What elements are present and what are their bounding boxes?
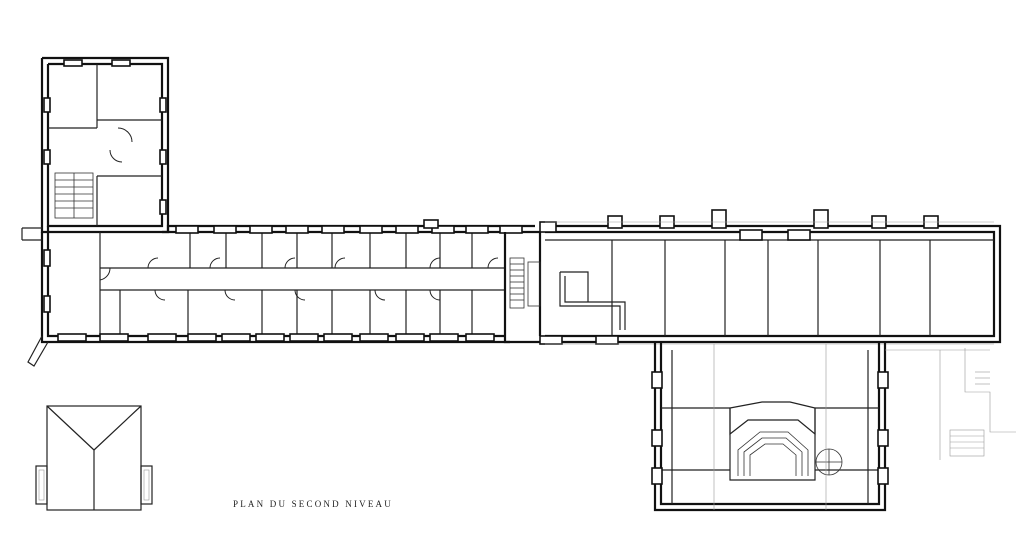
east-wing [539,209,1002,345]
central-stair-block [503,232,626,344]
north-west-tower [40,56,170,234]
south-pavilion [651,342,990,512]
west-wing [21,219,540,367]
east-annex [949,348,1016,457]
roof-plan-key [35,405,153,511]
plan-title: PLAN DU SECOND NIVEAU [233,499,393,509]
